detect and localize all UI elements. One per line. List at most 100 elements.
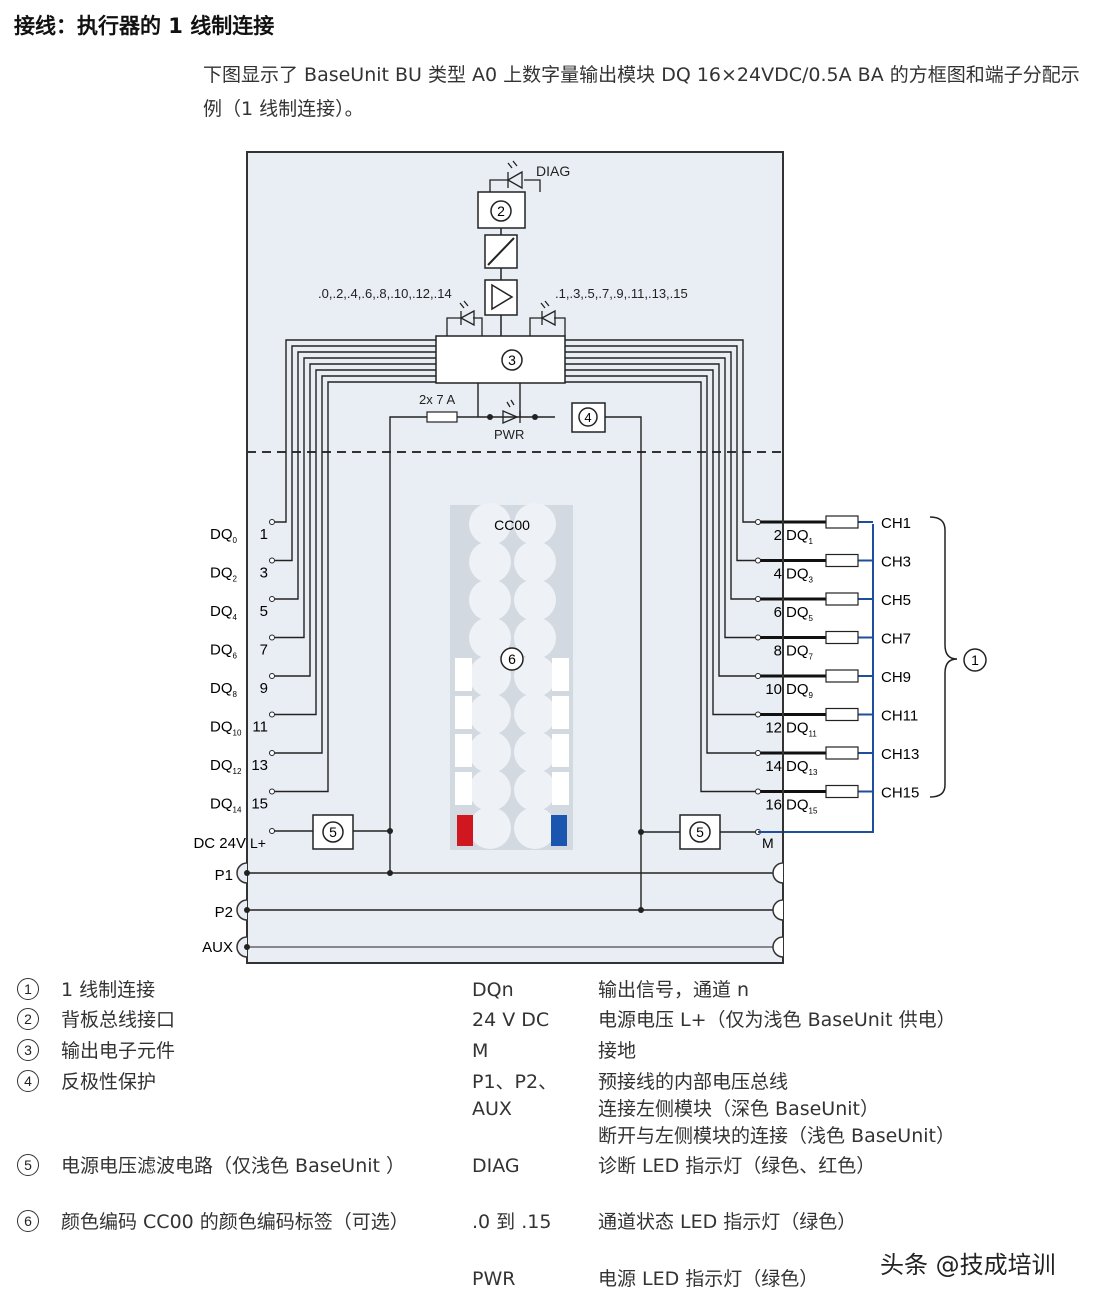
channel-label: CH1 [881,515,911,532]
terminal [755,711,761,718]
section-heading: 接线：执行器的 1 线制连接 [14,14,275,38]
diag-label: DIAG [536,163,570,179]
terminal [269,750,275,756]
channel-label: CH13 [881,746,919,763]
legend-term: 24 V DC [472,1009,550,1031]
output-wire [275,363,436,677]
fuse-icon [426,411,458,423]
callout-5-right: 5 [696,824,704,840]
callout-1-icon: 1 [17,978,39,1000]
fuse-label: 2x 7 A [419,392,455,407]
legend-description: 电源电压 L+（仅为浅色 BaseUnit 供电） [598,1009,956,1031]
callout-5-left: 5 [329,824,337,840]
terminal-number: 4 [774,566,782,583]
legend-item-text: 颜色编码 CC00 的颜色编码标签（可选） [61,1211,409,1233]
m-label: M [762,835,774,851]
channel-led-even-icon [446,300,483,336]
dq-label: DQ6 [210,642,238,661]
legend-item-text: 1 线制连接 [61,979,156,1001]
terminal [269,711,275,718]
dq-label: DQ12 [210,757,242,776]
actuator-load-icon [825,746,859,760]
terminal-number: 7 [260,642,268,659]
aux-label: AUX [202,939,233,956]
callout-6: 6 [508,651,516,667]
terminal [269,788,275,795]
output-wire [275,345,436,562]
filter-box-left [312,814,354,850]
led-labels-even: .0,.2,.4,.6,.8,.10,.12,.14 [318,286,452,301]
legend-term: PWR [472,1268,516,1290]
legend-item-text: 电源电压滤波电路（仅浅色 BaseUnit ） [61,1155,406,1177]
actuator-load-icon [825,515,859,529]
terminal-number: 11 [252,719,268,736]
terminal-number: 6 [774,604,782,621]
lplus-label: L+ [250,835,266,851]
watermark: 头条 @技成培训 [880,1251,1056,1279]
legend-description: 通道状态 LED 指示灯（绿色） [598,1211,857,1233]
terminal [269,557,275,564]
callout-5-icon: 5 [17,1154,39,1176]
callout-2-icon: 2 [17,1008,39,1030]
output-wire [275,369,436,716]
legend-description: 预接线的内部电压总线 连接左侧模块（深色 BaseUnit） 断开与左侧模块的连… [598,1071,955,1147]
blue-marker [551,815,567,846]
output-wire [565,345,755,562]
dq-label: DQ5 [786,604,814,623]
terminal-number: 16 [765,797,782,814]
legend-description: 诊断 LED 指示灯（绿色、红色） [598,1155,876,1177]
legend-description: 电源 LED 指示灯（绿色） [598,1268,819,1290]
actuator-load-icon [825,707,859,722]
dq-label: DQ14 [210,796,242,815]
legend-item-text: 背板总线接口 [61,1009,176,1031]
terminal [269,673,275,679]
pwr-led-icon [502,399,521,424]
terminal-number: 13 [251,757,268,774]
legend-term: M [472,1040,489,1062]
channel-label: CH5 [881,592,911,609]
channel-label: CH9 [881,669,911,686]
output-wire [565,363,755,677]
dq-label: DQ13 [786,758,818,777]
terminal-number: 8 [774,643,782,660]
terminal [755,750,761,756]
dc24v-label: DC 24V [193,835,246,852]
load-common-line [758,524,874,833]
channel-brace [929,516,958,798]
output-wire [275,351,436,600]
terminal [755,634,761,641]
channel-label: CH3 [881,554,911,571]
terminal-number: 5 [260,603,268,620]
output-wire [565,375,755,754]
callout-3: 3 [508,352,516,368]
callout-3-icon: 3 [17,1039,39,1061]
legend-term: P1、P2、AUX [472,1071,558,1120]
lplus-terminal [269,828,275,834]
reverse-polarity-box [571,402,606,433]
backplane-interface-box [477,191,526,229]
output-wire [565,357,755,639]
cc00-label: CC00 [494,517,530,533]
legend-description: 接地 [598,1040,637,1062]
terminal-number: 14 [765,758,782,775]
terminal [755,519,761,525]
dq-label: DQ4 [210,603,238,622]
channel-label: CH11 [881,708,918,725]
dq-label: DQ11 [786,720,817,739]
dq-label: DQ8 [210,680,238,699]
legend-term: DIAG [472,1155,520,1177]
color-code-label [450,503,573,850]
callout-1: 1 [971,652,979,668]
diag-led-icon [489,160,541,192]
actuator-load-icon [825,630,859,645]
output-wire [275,381,436,793]
terminal-number: 3 [260,565,268,582]
callout-4: 4 [584,410,591,425]
output-wire [565,351,755,600]
output-electronics-box [435,335,566,384]
terminal [755,788,761,795]
terminal-number: 15 [251,796,268,813]
terminal-number: 2 [774,527,782,544]
legend-description: 输出信号，通道 n [598,979,750,1001]
legend-item-text: 反极性保护 [61,1071,157,1093]
